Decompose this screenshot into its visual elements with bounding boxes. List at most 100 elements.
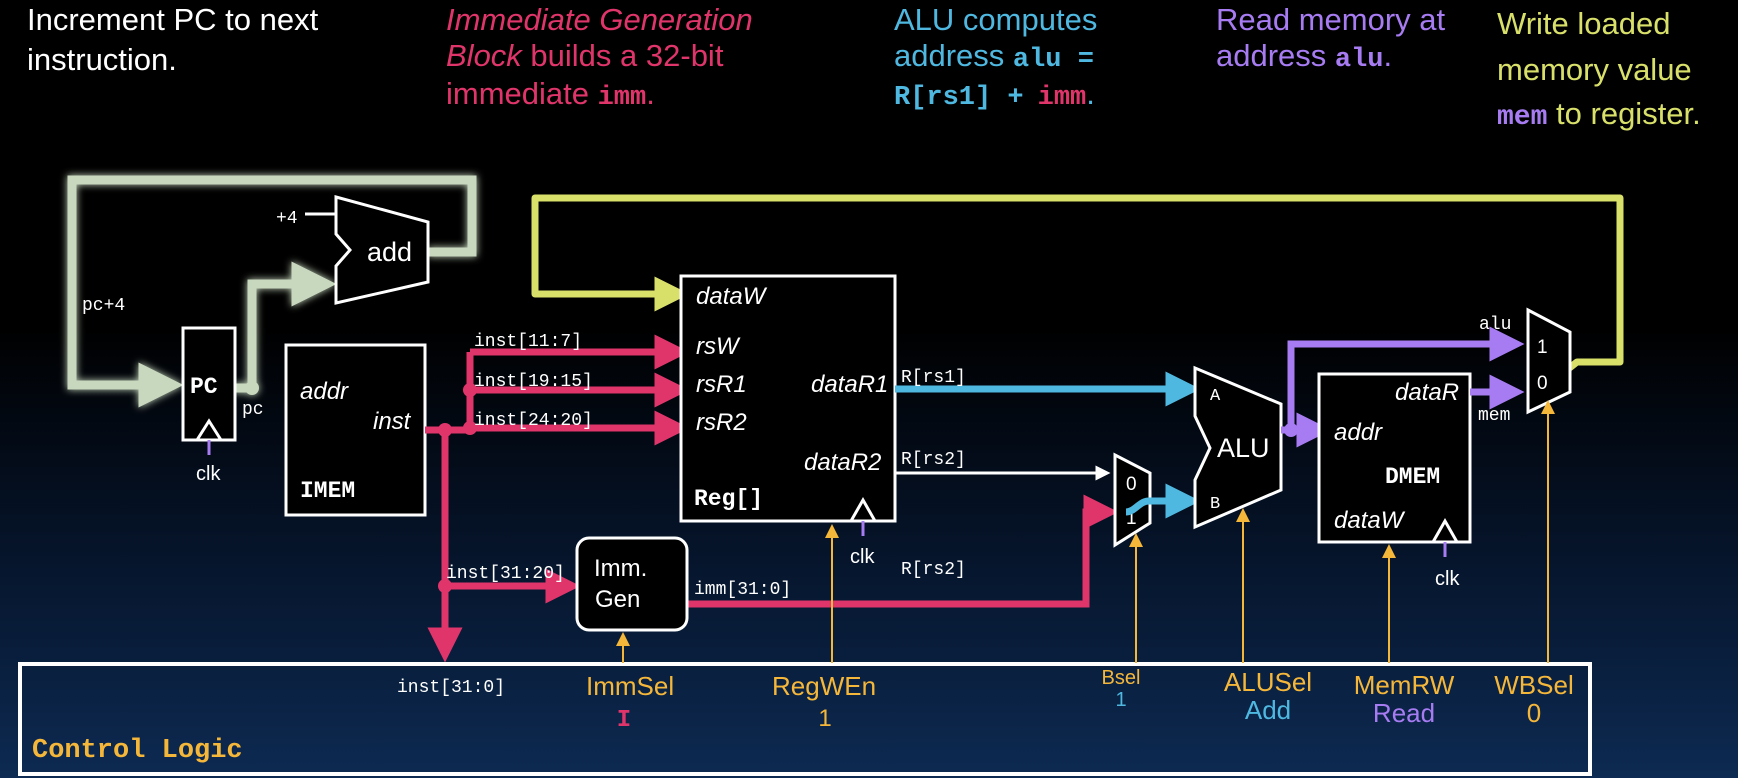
imem-inst-label: inst [373,408,412,435]
caption-mem-line2: address alu. [1216,38,1392,75]
r-rs2-label-top: R[rs2] [901,450,966,470]
caption-mem-line2-pre: address [1216,38,1335,73]
bmux-to-alu-wire [1125,483,1201,519]
alu-junction-dot [1284,423,1298,437]
caption-alu-code-b: imm [1038,83,1087,113]
imem-addr-label: addr [300,378,349,405]
pc-wire-label: pc [242,400,264,420]
inst-junction-dot-1 [438,423,452,437]
caption-alu-code: alu = [1013,45,1094,75]
caption-imm-code: imm [598,83,647,113]
caption-alu-line2: address alu = [894,38,1094,75]
pc-loop-path [67,175,477,408]
caption-mem-line1: Read memory at [1216,2,1446,37]
caption-alu-line1: ALU computes [894,2,1097,37]
pc-to-adder-wire [233,261,337,393]
r-rs2-label-bottom: R[rs2] [901,560,966,580]
reg-label: Reg[] [694,486,763,512]
inst-31-20-label: inst[31:20] [446,564,565,584]
control-logic-label: Control Logic [32,736,243,766]
caption-mem-line2-post: . [1384,38,1393,73]
reg-rsW-label: rsW [696,333,741,360]
caption-imm-line3-post: . [646,76,655,111]
reg-dataR1-label: dataR1 [811,371,888,398]
caption-mem: Read memory at address alu. [1216,2,1446,75]
caption-imm-line2: Block builds a 32-bit [446,38,724,73]
writeback-loop-wire [531,194,1624,384]
alu-label: ALU [1217,433,1270,463]
caption-wb-line1: Write loaded [1497,6,1670,41]
caption-wb-line3: mem to register. [1497,96,1701,133]
wb-mux [1526,307,1572,415]
reg-rsR2-label: rsR2 [696,409,747,436]
alusel-name: ALUSel [1224,667,1312,697]
alu [1193,365,1283,530]
imem-label: IMEM [300,478,355,504]
inst-junction-dot-3 [463,421,477,435]
pc-plus4-wire [67,175,477,408]
reg-dataR2-label: dataR2 [804,449,881,476]
alusel-value: Add [1245,695,1291,725]
adder-label: add [367,237,412,267]
alu-b-label: B [1210,495,1220,514]
plus4-label: +4 [276,209,298,229]
immsel-name: ImmSel [586,671,674,701]
wbsel-value: 0 [1527,698,1541,728]
pc-clk-label: clk [196,463,221,485]
wb-mux-1-label: 1 [1537,337,1548,358]
inst-24-20-label: inst[24:20] [474,411,593,431]
pc4-label: pc+4 [82,296,125,316]
control-logic-block [18,662,1592,776]
adder [334,195,430,305]
bsel-name: Bsel [1102,667,1141,689]
inst-junction-dot-2 [463,383,477,397]
caption-alu-line3: R[rs1] + imm. [894,76,1095,113]
mem-wire-label: mem [1478,406,1510,426]
reg-clock-triangle [849,496,877,522]
caption-imm-line2-italic: Block [446,38,523,73]
caption-alu-code-a: R[rs1] + [894,83,1024,113]
caption-alu-line2-pre: address [894,38,1013,73]
caption-imm-line2-rest: builds a 32-bit [522,38,724,73]
caption-imm: Immediate Generation Block builds a 32-b… [446,2,753,113]
r-rs1-label: R[rs1] [901,368,966,388]
inst-31-0-label: inst[31:0] [397,678,505,698]
dmem-dataW-label: dataW [1334,507,1406,534]
control-signals: ImmSel I RegWEn 1 Bsel 1 ALUSel Add MemR… [586,667,1574,734]
reg-dataW-label: dataW [696,283,768,310]
register-file [679,274,897,523]
caption-wb-code: mem [1497,102,1547,133]
reg-rsR1-label: rsR1 [696,371,747,398]
b-mux-0-label: 0 [1126,474,1137,495]
alu-wire-label: alu [1479,315,1511,335]
caption-imm-line3: immediate imm. [446,76,655,113]
pc-junction-dot [245,381,259,395]
control-signal-lines [616,400,1555,663]
dmem-addr-label: addr [1334,419,1383,446]
b-mux [1113,452,1152,548]
b-mux-1-label: 1 [1126,508,1137,529]
caption-imm-line1: Immediate Generation [446,2,753,37]
caption-wb-line2: memory value [1497,52,1692,87]
caption-alu-line3-post: . [1086,76,1095,111]
memrw-name: MemRW [1354,670,1455,700]
inst-bus [425,334,1119,663]
caption-wb-line3-post: to register. [1547,96,1700,131]
inst-11-7-label: inst[11:7] [474,332,582,352]
caption-wb: Write loaded memory value mem to registe… [1497,6,1701,133]
bsel-value: 1 [1115,689,1126,711]
caption-imm-line3-pre: immediate [446,76,598,111]
inst-junction-dot-4 [438,579,452,593]
dmem-clock-triangle [1431,517,1459,543]
inst-19-15-label: inst[19:15] [474,372,593,392]
immsel-value: I [617,707,631,734]
imm-31-0-label: imm[31:0] [694,580,791,600]
regwen-value: 1 [818,705,831,732]
caption-pc-line1: Increment PC to next [27,2,319,37]
dmem-dataR-label: dataR [1395,379,1459,406]
caption-pc: Increment PC to next instruction. [27,2,319,77]
pc-register-label: PC [190,374,218,400]
caption-pc-line2: instruction. [27,42,177,77]
imm-gen-label-1: Imm. [594,555,647,582]
